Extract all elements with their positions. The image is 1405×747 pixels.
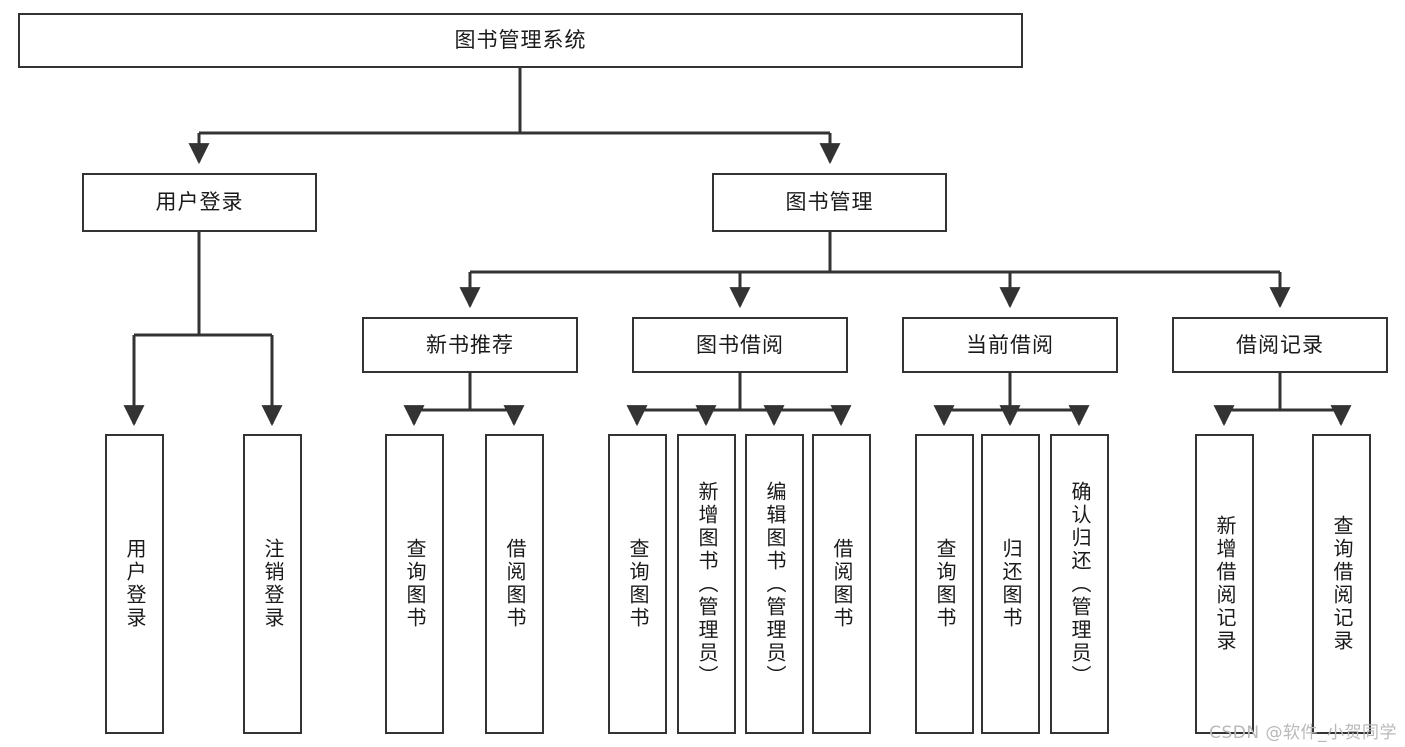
node-leaf-edit-book-admin[interactable]: 编辑图书（管理员） bbox=[745, 434, 804, 734]
node-leaf-add-book-admin-label: 新增图书（管理员） bbox=[695, 480, 719, 688]
node-leaf-add-borrow-record-label: 新增借阅记录 bbox=[1213, 515, 1237, 653]
node-current-borrow[interactable]: 当前借阅 bbox=[902, 317, 1118, 373]
node-leaf-borrow-book-label: 借阅图书 bbox=[830, 538, 854, 630]
node-leaf-edit-book-admin-label: 编辑图书（管理员） bbox=[763, 480, 787, 688]
node-leaf-query-borrow-record[interactable]: 查询借阅记录 bbox=[1312, 434, 1371, 734]
node-leaf-logout-login-label: 注销登录 bbox=[261, 538, 285, 630]
node-leaf-return-book[interactable]: 归还图书 bbox=[981, 434, 1040, 734]
node-borrow-record[interactable]: 借阅记录 bbox=[1172, 317, 1388, 373]
node-leaf-confirm-return-admin[interactable]: 确认归还（管理员） bbox=[1050, 434, 1109, 734]
node-root-label: 图书管理系统 bbox=[454, 28, 587, 53]
node-leaf-return-book-label: 归还图书 bbox=[999, 538, 1023, 630]
node-leaf-query-book-current-label: 查询图书 bbox=[933, 538, 957, 630]
node-leaf-user-login-label: 用户登录 bbox=[123, 538, 147, 630]
node-leaf-query-book-rec[interactable]: 查询图书 bbox=[385, 434, 444, 734]
node-leaf-add-book-admin[interactable]: 新增图书（管理员） bbox=[677, 434, 736, 734]
node-new-book-recommend-label: 新书推荐 bbox=[426, 332, 514, 357]
node-leaf-user-login[interactable]: 用户登录 bbox=[105, 434, 164, 734]
node-root[interactable]: 图书管理系统 bbox=[18, 13, 1023, 68]
node-leaf-borrow-book-rec-label: 借阅图书 bbox=[503, 538, 527, 630]
node-user-login[interactable]: 用户登录 bbox=[82, 173, 317, 232]
node-leaf-query-book-rec-label: 查询图书 bbox=[403, 538, 427, 630]
watermark: CSDN @软件_小贺同学 bbox=[1209, 723, 1397, 743]
node-leaf-borrow-book[interactable]: 借阅图书 bbox=[812, 434, 871, 734]
node-leaf-add-borrow-record[interactable]: 新增借阅记录 bbox=[1195, 434, 1254, 734]
node-leaf-borrow-book-rec[interactable]: 借阅图书 bbox=[485, 434, 544, 734]
node-leaf-query-book-borrow-label: 查询图书 bbox=[626, 538, 650, 630]
node-leaf-query-book-borrow[interactable]: 查询图书 bbox=[608, 434, 667, 734]
node-user-login-label: 用户登录 bbox=[155, 190, 244, 215]
node-book-borrow[interactable]: 图书借阅 bbox=[632, 317, 848, 373]
node-leaf-query-book-current[interactable]: 查询图书 bbox=[915, 434, 974, 734]
node-leaf-confirm-return-admin-label: 确认归还（管理员） bbox=[1068, 480, 1092, 688]
node-book-borrow-label: 图书借阅 bbox=[696, 332, 784, 357]
node-book-manage-label: 图书管理 bbox=[785, 190, 874, 215]
node-book-manage[interactable]: 图书管理 bbox=[712, 173, 947, 232]
node-leaf-logout-login[interactable]: 注销登录 bbox=[243, 434, 302, 734]
node-borrow-record-label: 借阅记录 bbox=[1236, 332, 1324, 357]
node-new-book-recommend[interactable]: 新书推荐 bbox=[362, 317, 578, 373]
node-leaf-query-borrow-record-label: 查询借阅记录 bbox=[1330, 515, 1354, 653]
node-current-borrow-label: 当前借阅 bbox=[966, 332, 1054, 357]
